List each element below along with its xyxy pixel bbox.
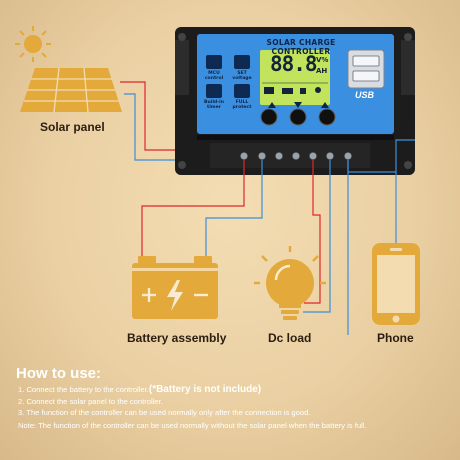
lcd-status-icons	[264, 87, 321, 94]
label-solar-panel: Solar panel	[40, 120, 105, 134]
charge-controller	[175, 27, 415, 175]
usb-ports	[347, 49, 385, 89]
label-battery-assembly: Battery assembly	[127, 331, 227, 345]
instruction-step-1-text: 1. Connect the battery to the controller…	[18, 385, 149, 394]
instruction-step-1: 1. Connect the battery to the controller…	[18, 384, 261, 395]
instruction-step-2: 2. Connect the solar panel to the contro…	[18, 397, 163, 406]
lcd-screen	[260, 50, 330, 105]
sun-icon	[15, 26, 51, 62]
controller-title: SOLAR CHARGE CONTROLLER	[266, 38, 336, 56]
button-right[interactable]	[318, 108, 336, 126]
lcd-unit-voltage: V%	[316, 56, 329, 64]
label-dc-load: Dc load	[268, 331, 312, 345]
label-phone: Phone	[377, 331, 414, 345]
battery-icon	[132, 256, 218, 319]
instructions-title: How to use:	[16, 365, 101, 382]
caption-mcu-control: MCU control	[204, 71, 224, 81]
solar-panel-icon	[20, 67, 122, 113]
caption-full-protect: FULL protect	[232, 100, 252, 110]
usb-label: USB	[355, 90, 375, 100]
button-middle[interactable]	[289, 108, 307, 126]
terminal-screws	[240, 152, 352, 160]
battery-not-included-note: (*Battery is not include)	[148, 384, 262, 395]
button-left[interactable]	[260, 108, 278, 126]
output-wires	[141, 139, 415, 335]
phone-icon	[372, 243, 420, 325]
lcd-unit-amp-hours: AH	[316, 67, 328, 75]
instruction-step-3: 3. The function of the controller can be…	[18, 408, 311, 417]
instruction-note: Note: The function of the controller can…	[18, 421, 367, 430]
caption-set-voltage: SET voltage	[232, 71, 252, 81]
light-bulb-icon	[254, 246, 326, 320]
control-buttons	[260, 108, 336, 126]
lcd-readout: 88.8	[270, 52, 318, 76]
caption-build-in-timer: Build-in timer	[204, 100, 224, 110]
